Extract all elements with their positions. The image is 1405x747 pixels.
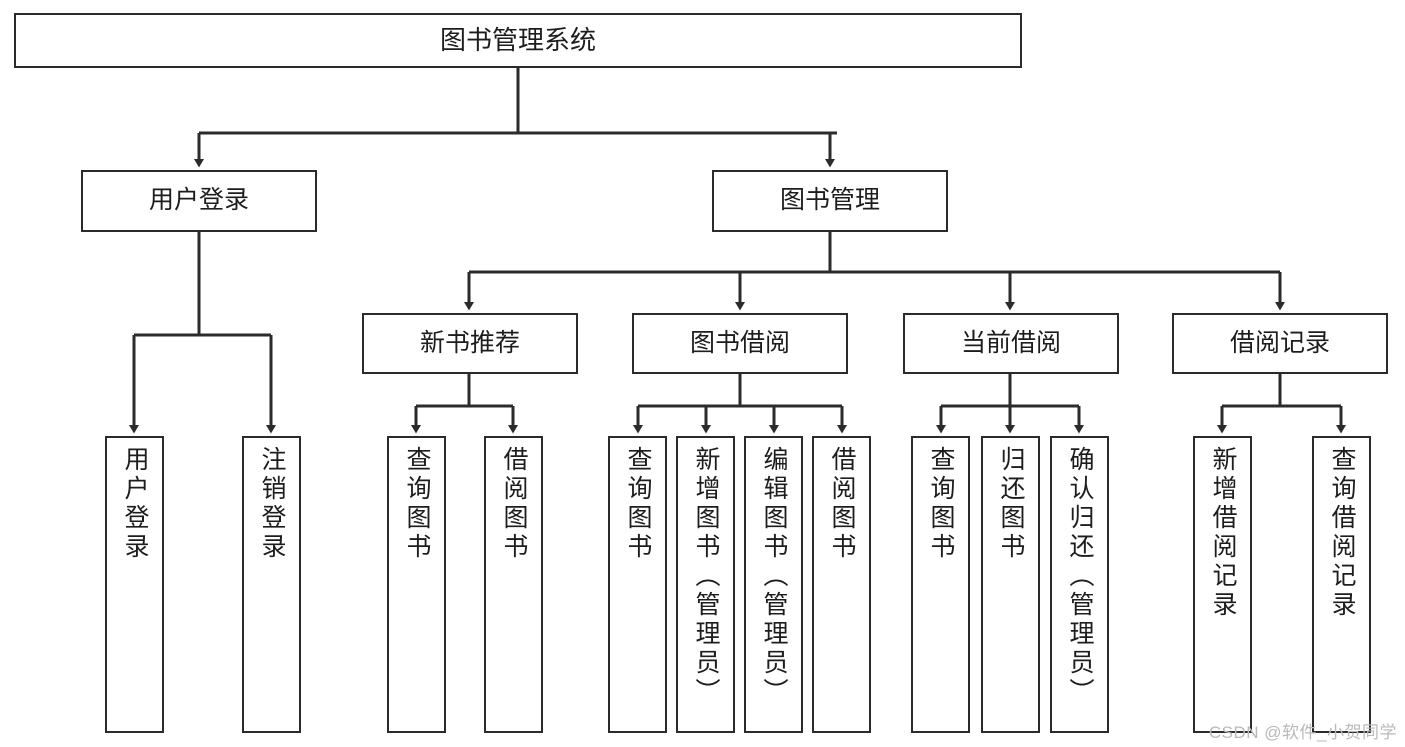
node-root-book-management-system[interactable]: 图书管理系统 [14, 13, 1022, 68]
node-label: 确认归还（管理员） [1066, 446, 1094, 707]
leaf-query-book-recommend[interactable]: 查询图书 [387, 436, 446, 733]
leaf-query-borrow-record[interactable]: 查询借阅记录 [1312, 436, 1371, 733]
node-label: 新增图书（管理员） [692, 446, 720, 707]
node-label: 图书管理 [779, 186, 880, 215]
leaf-confirm-return-admin[interactable]: 确认归还（管理员） [1050, 436, 1109, 733]
node-label: 新增借阅记录 [1209, 446, 1237, 620]
csdn-watermark: CSDN @软件_小贺同学 [1208, 723, 1397, 742]
node-borrow-record[interactable]: 借阅记录 [1172, 313, 1388, 374]
node-label: 图书管理系统 [439, 25, 596, 56]
leaf-add-borrow-record[interactable]: 新增借阅记录 [1193, 436, 1252, 733]
node-label: 查询图书 [403, 446, 431, 562]
node-label: 新书推荐 [419, 328, 520, 357]
node-label: 借阅图书 [500, 446, 528, 562]
node-label: 查询图书 [624, 446, 652, 562]
leaf-return-book[interactable]: 归还图书 [981, 436, 1040, 733]
node-user-login[interactable]: 用户登录 [81, 170, 317, 232]
node-label: 借阅图书 [828, 446, 856, 562]
leaf-borrow-book[interactable]: 借阅图书 [812, 436, 871, 733]
node-label: 用户登录 [148, 186, 249, 215]
node-label: 编辑图书（管理员） [760, 446, 788, 707]
node-label: 归还图书 [997, 446, 1025, 562]
leaf-query-book-borrow[interactable]: 查询图书 [608, 436, 667, 733]
node-new-book-recommend[interactable]: 新书推荐 [362, 313, 578, 374]
node-book-borrow[interactable]: 图书借阅 [632, 313, 848, 374]
node-book-management[interactable]: 图书管理 [712, 170, 948, 232]
node-label: 注销登录 [258, 446, 286, 562]
node-label: 查询图书 [927, 446, 955, 562]
node-label: 借阅记录 [1229, 328, 1330, 357]
node-label: 查询借阅记录 [1328, 446, 1356, 620]
leaf-borrow-book-recommend[interactable]: 借阅图书 [484, 436, 543, 733]
leaf-edit-book-admin[interactable]: 编辑图书（管理员） [744, 436, 803, 733]
node-label: 当前借阅 [960, 328, 1061, 357]
leaf-logout-login[interactable]: 注销登录 [242, 436, 301, 733]
node-current-borrow[interactable]: 当前借阅 [903, 313, 1119, 374]
node-label: 用户登录 [121, 446, 149, 562]
node-label: 图书借阅 [689, 328, 790, 357]
leaf-query-book-current[interactable]: 查询图书 [911, 436, 970, 733]
leaf-add-book-admin[interactable]: 新增图书（管理员） [676, 436, 735, 733]
leaf-user-login[interactable]: 用户登录 [105, 436, 164, 733]
